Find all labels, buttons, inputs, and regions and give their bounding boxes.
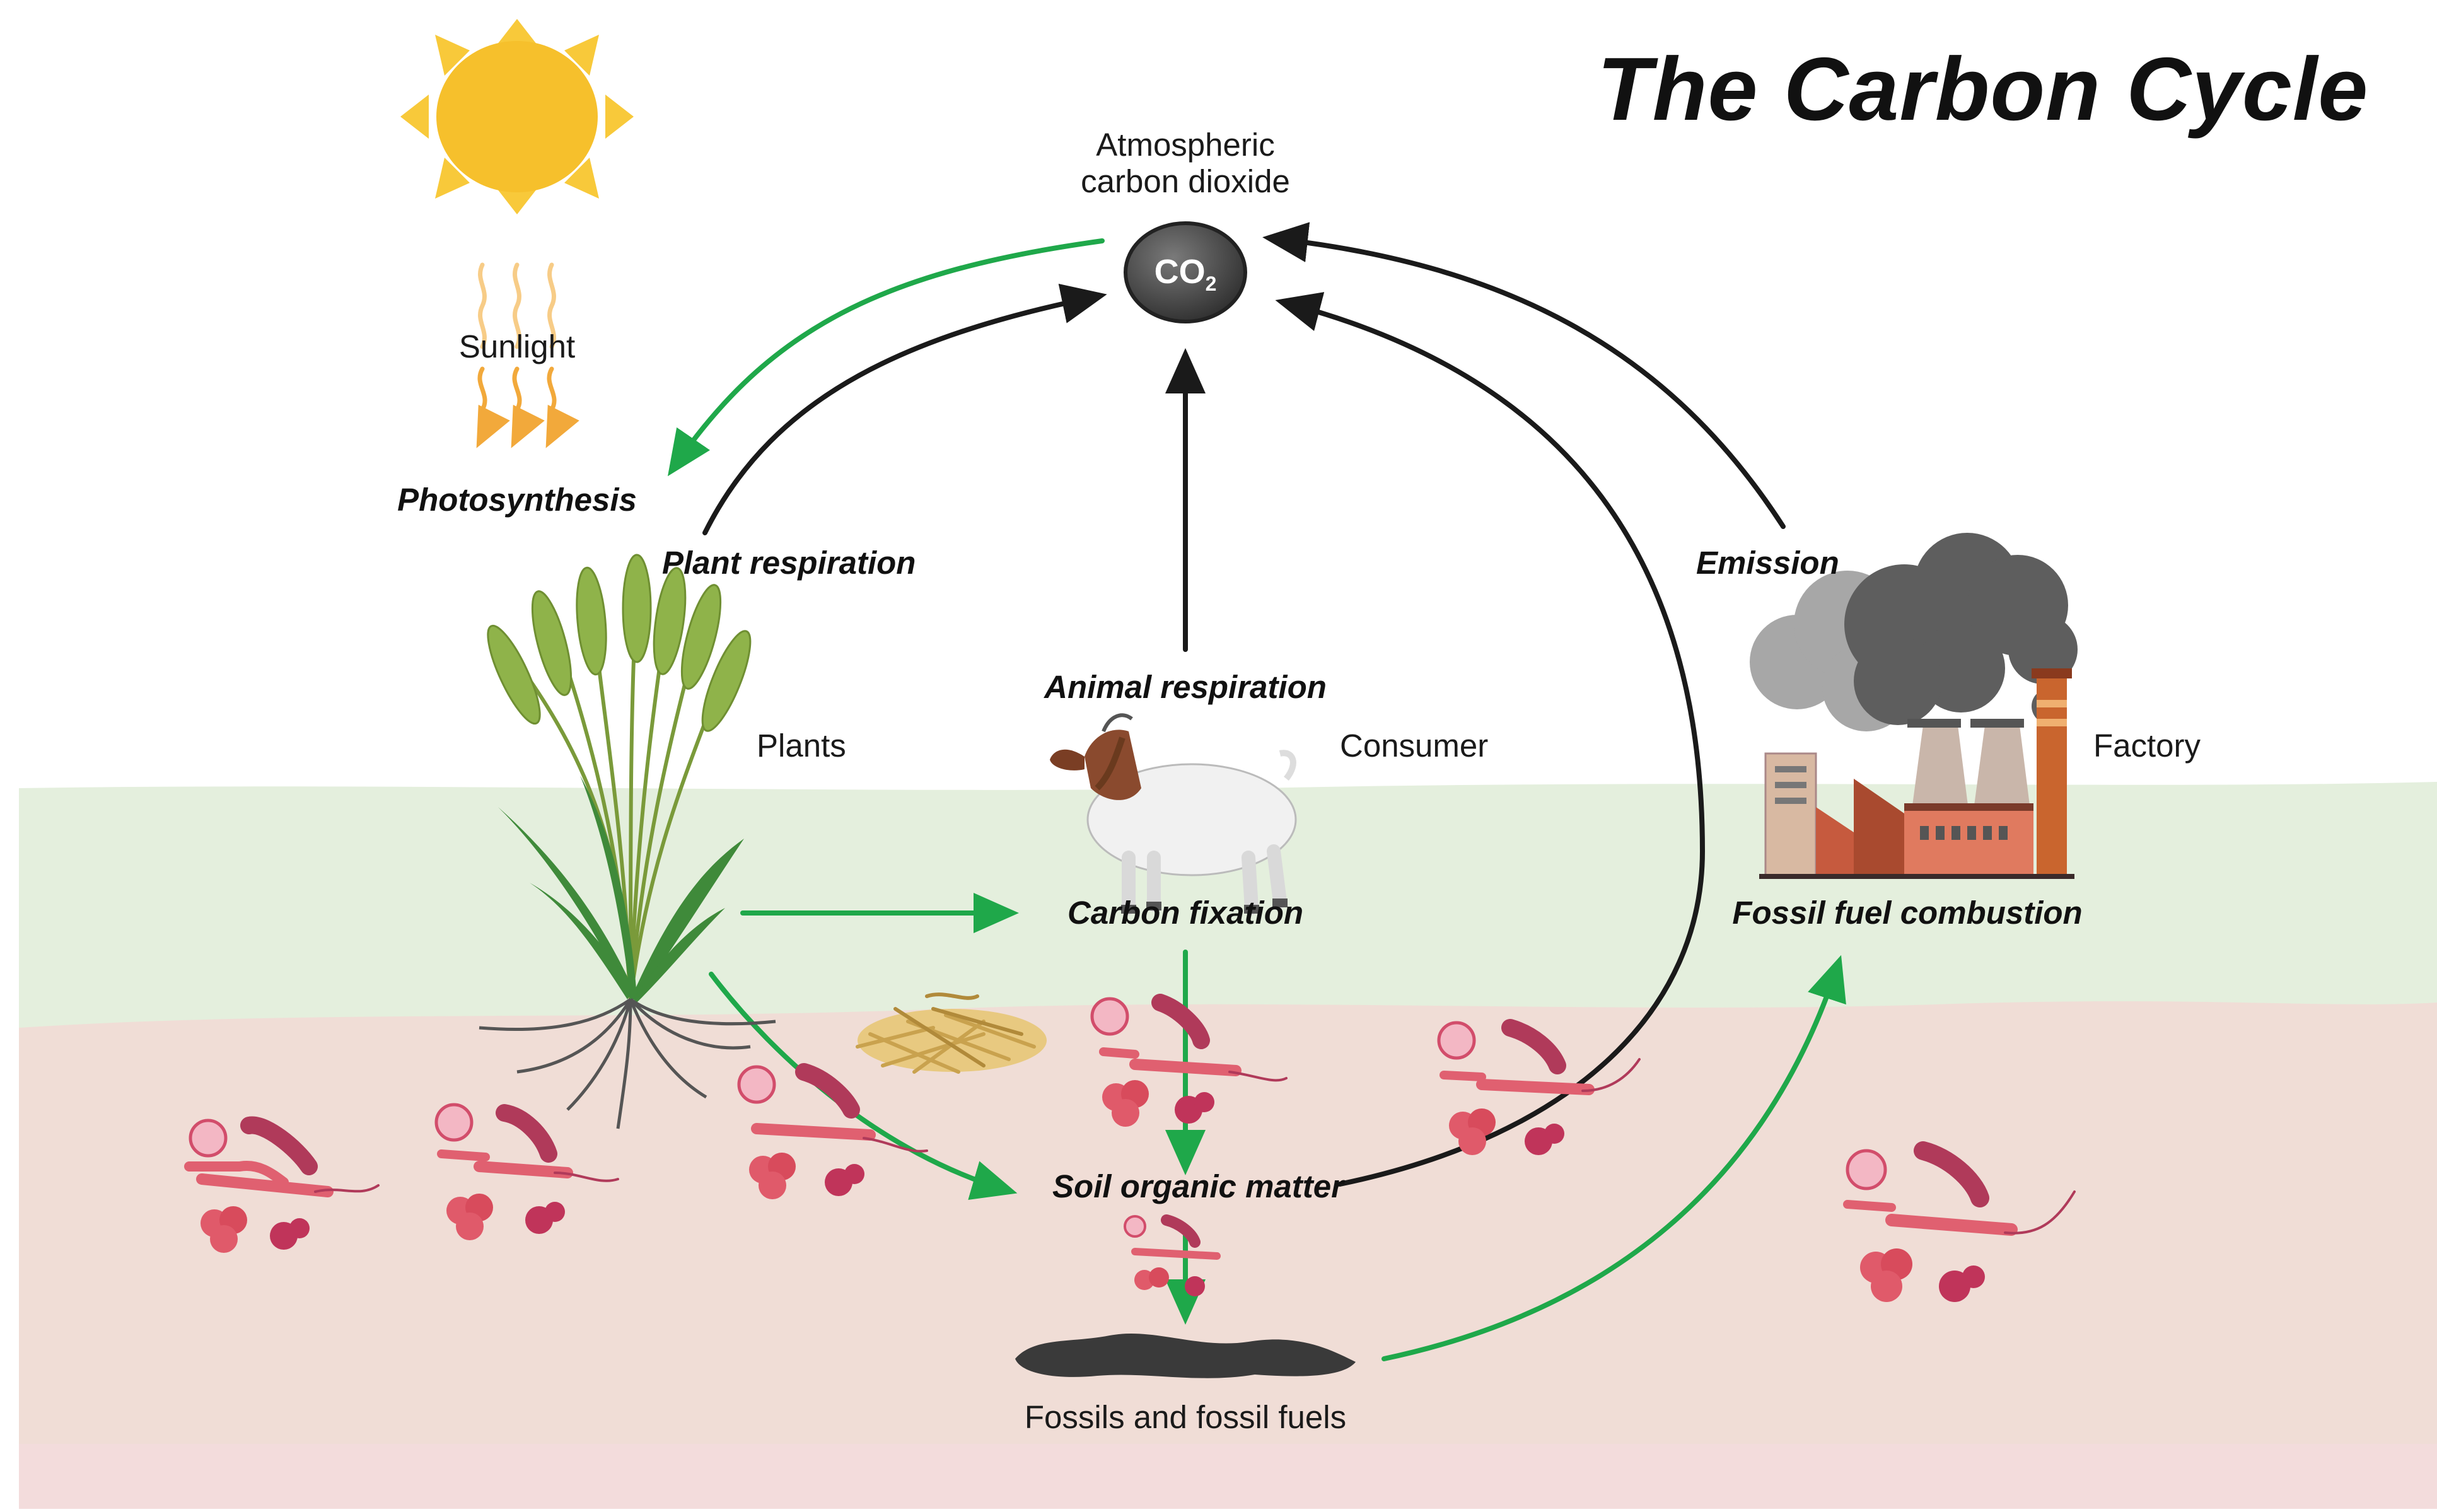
soil-layer xyxy=(19,1001,2437,1509)
sun-icon xyxy=(400,19,634,214)
co2-label: CO2 xyxy=(1155,252,1217,296)
soil-organic-matter-label: Soil organic matter xyxy=(1052,1168,1344,1204)
atmospheric-label-line2: carbon dioxide xyxy=(1081,163,1290,199)
cycle-arrows xyxy=(667,222,1846,1361)
microbe-cluster-2 xyxy=(434,1103,619,1240)
wheat-plant-icon xyxy=(479,554,776,1129)
fossils-label: Fossils and fossil fuels xyxy=(1024,1399,1347,1435)
atmospheric-label-line1: Atmospheric xyxy=(1096,127,1275,163)
carbon-fixation-label: Carbon fixation xyxy=(1067,895,1304,931)
deep-soil-band xyxy=(19,1444,2437,1509)
plants-label: Plants xyxy=(757,728,846,764)
sunlight-label: Sunlight xyxy=(458,329,576,364)
fossils-to-combustion-arrow xyxy=(1381,955,1846,1361)
microbe-cluster-1 xyxy=(184,1116,380,1253)
soil-decomposition-arrow xyxy=(1275,292,1706,1187)
photosynthesis-arrow xyxy=(667,238,1105,477)
fossil-deposit-icon xyxy=(1015,1334,1356,1378)
plant-debris-icon xyxy=(856,992,1047,1074)
microbe-cluster-6 xyxy=(1437,1019,1641,1155)
factory-label: Factory xyxy=(2093,728,2201,764)
microbes xyxy=(184,994,2076,1302)
co2-subscript: 2 xyxy=(1205,272,1217,295)
emission-arrow xyxy=(1262,222,1786,529)
plant-respiration-label: Plant respiration xyxy=(662,545,916,581)
goat-icon xyxy=(1050,713,1297,915)
sunlight-rays-icon xyxy=(476,262,579,448)
microbe-cluster-7 xyxy=(1843,1141,2076,1302)
photosynthesis-label: Photosynthesis xyxy=(397,482,637,518)
diagram-title: The Carbon Cycle xyxy=(1597,39,2369,139)
plant-respiration-arrow xyxy=(702,284,1107,535)
co2-main-text: CO xyxy=(1154,253,1206,291)
fossil-fuel-combustion-label: Fossil fuel combustion xyxy=(1732,895,2083,931)
consumer-label: Consumer xyxy=(1340,728,1489,764)
animal-respiration-label: Animal respiration xyxy=(1044,669,1327,705)
microbe-cluster-3 xyxy=(737,1063,928,1199)
factory-icon xyxy=(1750,533,2078,879)
microbe-cluster-4 xyxy=(1090,994,1288,1127)
emission-label: Emission xyxy=(1696,545,1839,581)
co2-molecule-icon xyxy=(1124,221,1247,323)
microbe-cluster-5 xyxy=(1124,1214,1221,1296)
